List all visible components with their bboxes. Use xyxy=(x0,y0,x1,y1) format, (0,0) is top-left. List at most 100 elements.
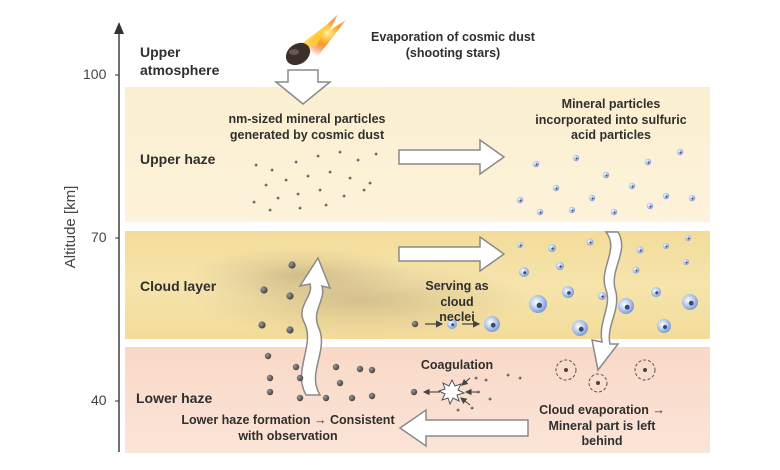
mineral-core xyxy=(519,199,522,202)
mineral-particle xyxy=(296,192,300,196)
mineral-core xyxy=(535,163,538,166)
mineral-particle xyxy=(356,158,360,162)
mineral-particle xyxy=(268,208,272,212)
mineral-particle xyxy=(348,176,352,180)
mineral-core xyxy=(635,269,638,272)
mineral-particle xyxy=(276,196,280,200)
mineral-core xyxy=(536,302,543,309)
mineral-core xyxy=(571,209,574,212)
mineral-core xyxy=(575,157,578,160)
right-arrow-cloud xyxy=(398,235,506,273)
axis-title: Altitude [km] xyxy=(62,185,79,269)
small-arrow xyxy=(460,397,471,406)
mineral-particle xyxy=(292,363,300,371)
mineral-particle xyxy=(296,374,304,382)
label-cloud-layer: Cloud layer xyxy=(140,278,217,294)
mineral-core xyxy=(631,185,634,188)
mineral-particle xyxy=(316,154,320,158)
mineral-core xyxy=(551,247,554,250)
mineral-particle xyxy=(254,163,258,167)
mineral-particle xyxy=(474,376,478,380)
mineral-core xyxy=(655,291,659,295)
mineral-particle xyxy=(270,168,274,172)
mineral-particle xyxy=(298,206,302,210)
mineral-core xyxy=(555,187,558,190)
mineral-particle xyxy=(264,183,268,187)
mineral-particle xyxy=(266,374,274,382)
mineral-core xyxy=(519,244,522,247)
mineral-particle xyxy=(322,394,330,402)
mineral-particle xyxy=(252,200,256,204)
left-arrow-formation xyxy=(398,408,529,448)
meteor-icon xyxy=(285,14,346,66)
mineral-core xyxy=(685,261,688,264)
mineral-particle xyxy=(410,388,418,396)
mineral-core xyxy=(578,326,584,332)
mineral-particle xyxy=(258,321,266,329)
mineral-particle xyxy=(476,390,480,394)
mineral-core xyxy=(647,161,650,164)
axis-tick-label-70: 70 xyxy=(91,229,107,245)
altitude-axis-arrowhead xyxy=(114,22,124,34)
mineral-core xyxy=(624,304,630,310)
label-upper-atmosphere: Upper atmosphere xyxy=(140,44,220,78)
note-coagulation: Coagulation xyxy=(420,358,494,372)
mineral-core xyxy=(665,195,668,198)
right-arrow-upper xyxy=(398,138,506,176)
note-incorporated: Mineral particles incorporated into sulf… xyxy=(535,97,687,143)
mineral-core xyxy=(639,249,642,252)
mineral-core xyxy=(490,322,496,328)
mineral-particle xyxy=(484,378,488,382)
mineral-core xyxy=(662,324,668,330)
down-arrow-cosmic-dust xyxy=(273,69,333,105)
mineral-particle xyxy=(374,152,378,156)
mineral-particle xyxy=(332,363,340,371)
coagulation-star-icon xyxy=(437,378,466,406)
mineral-particle xyxy=(296,394,304,402)
mineral-particle xyxy=(338,150,342,154)
mineral-particle xyxy=(506,373,510,377)
axis-tick-label-40: 40 xyxy=(91,392,107,408)
note-nm-particles: nm-sized mineral particles generated by … xyxy=(228,112,386,142)
mineral-particle xyxy=(264,352,272,360)
mineral-particle xyxy=(294,160,298,164)
mineral-core xyxy=(451,323,455,327)
mineral-core xyxy=(688,300,694,306)
mineral-particle xyxy=(286,292,294,300)
mineral-core xyxy=(523,271,527,275)
mineral-core xyxy=(613,211,616,214)
mineral-particle xyxy=(470,406,474,410)
particle-group xyxy=(252,148,698,412)
mineral-particle xyxy=(336,379,344,387)
mineral-core xyxy=(687,237,690,240)
mineral-particle xyxy=(328,170,332,174)
mineral-particle xyxy=(456,408,460,412)
mineral-core xyxy=(649,205,652,208)
mineral-core xyxy=(679,151,682,154)
rising-arrow xyxy=(298,256,332,396)
label-upper-haze: Upper haze xyxy=(140,151,216,167)
mineral-particle xyxy=(266,388,274,396)
mineral-particle xyxy=(348,394,356,402)
note-evaporation: Evaporation of cosmic dust (shooting sta… xyxy=(371,30,535,60)
mineral-particle xyxy=(324,203,328,207)
mineral-core xyxy=(567,291,571,295)
small-arrow xyxy=(461,377,471,386)
mineral-particle xyxy=(488,397,492,401)
mineral-particle xyxy=(318,188,322,192)
mineral-core xyxy=(601,295,604,298)
note-cloud-nuclei: Serving as cloud neclei xyxy=(425,279,489,325)
mineral-particle xyxy=(284,178,288,182)
mineral-particle xyxy=(518,376,522,380)
label-lower-haze: Lower haze xyxy=(136,390,213,406)
mineral-core xyxy=(665,245,668,248)
mineral-core xyxy=(589,241,592,244)
mineral-particle xyxy=(286,326,294,334)
mineral-particle xyxy=(368,366,376,374)
mineral-particle xyxy=(368,392,376,400)
cloud-haze-shading xyxy=(190,247,410,303)
mineral-particle xyxy=(356,365,364,373)
mineral-particle xyxy=(368,181,372,185)
mineral-particle xyxy=(306,174,310,178)
